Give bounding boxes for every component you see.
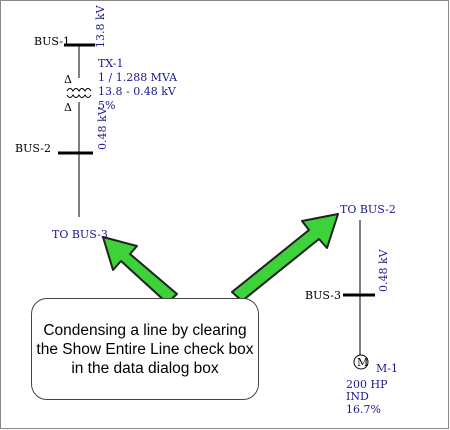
to-bus3-label[interactable]: TO BUS-3 <box>52 228 108 241</box>
bus-2-label: BUS-2 <box>15 142 51 155</box>
bus-2-voltage: 0.48 kV <box>96 106 109 150</box>
tx1-voltage-ratio: 13.8 - 0.48 kV <box>98 85 177 98</box>
delta-secondary-icon: Δ <box>64 101 72 114</box>
callout-line-1: Condensing a line by clearing <box>43 322 247 339</box>
bus-3-voltage: 0.48 kV <box>377 248 390 292</box>
tx1-name: TX-1 <box>98 57 124 70</box>
motor-type: IND <box>346 390 369 403</box>
callout-text: Condensing a line by clearing the Show E… <box>31 321 259 378</box>
motor-m1-symbol[interactable]: M <box>353 354 369 370</box>
bus-1-label: BUS-1 <box>34 35 70 48</box>
bus-3-label: BUS-3 <box>305 289 341 302</box>
motor-hp: 200 HP <box>346 378 388 391</box>
arrow-to-bus2-icon <box>231 213 339 302</box>
arrow-to-bus3-icon <box>102 236 178 304</box>
callout-line-3: in the data dialog box <box>71 360 219 377</box>
callout-box <box>31 298 259 400</box>
motor-percent: 16.7% <box>346 403 381 416</box>
transformer-tx1-symbol[interactable]: Δ Δ <box>64 73 92 114</box>
motor-name: M-1 <box>376 362 398 375</box>
motor-symbol-letter: M <box>357 356 368 369</box>
bus-1-voltage: 13.8 kV <box>94 4 107 48</box>
delta-primary-icon: Δ <box>64 73 72 86</box>
callout-line-2: the Show Entire Line check box <box>36 341 254 358</box>
tx1-rating: 1 / 1.288 MVA <box>98 71 178 84</box>
tx1-impedance: 5% <box>98 99 115 112</box>
to-bus2-label[interactable]: TO BUS-2 <box>340 203 396 216</box>
